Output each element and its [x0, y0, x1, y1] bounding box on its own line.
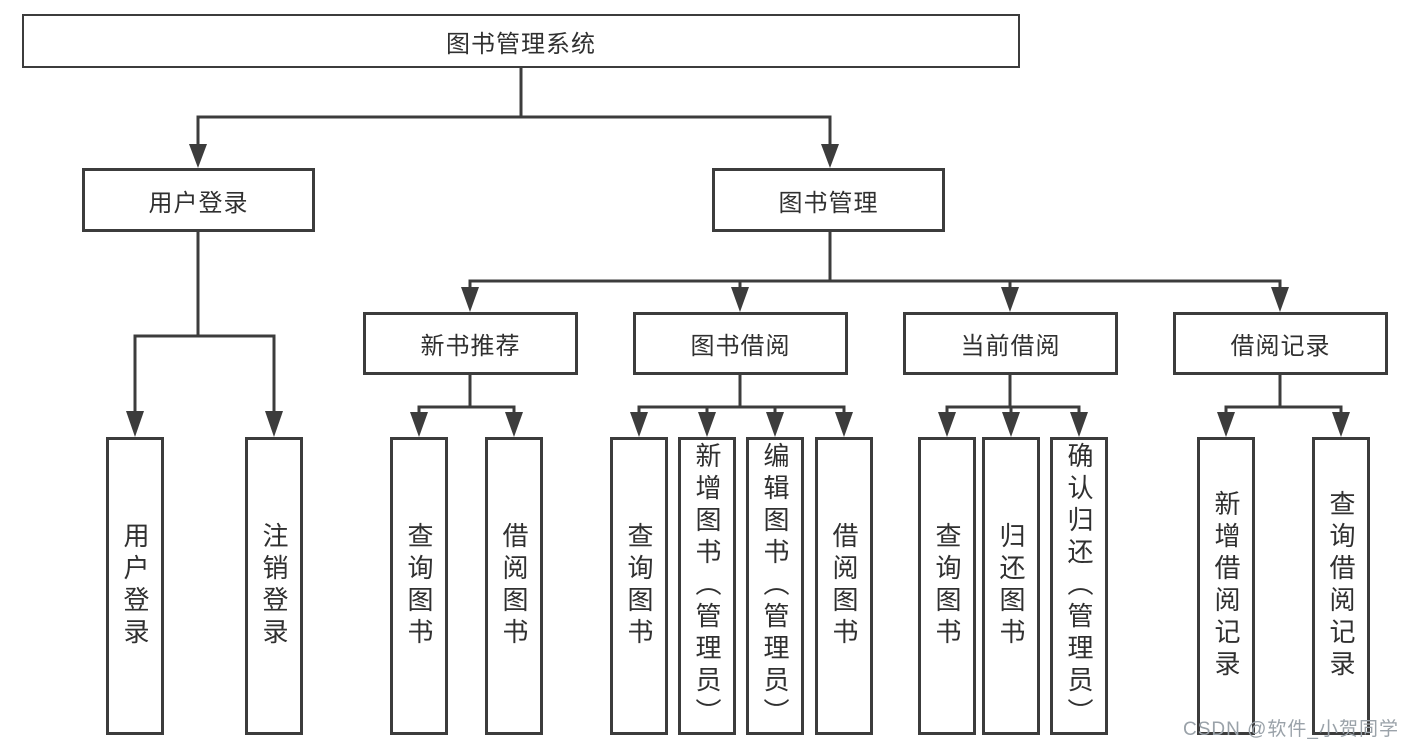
leaf-query-borrow-record-label: 查询借阅记录: [1326, 490, 1356, 682]
branch-book-borrow: [630, 375, 853, 437]
node-borrow-records: 借阅记录: [1173, 312, 1388, 375]
leaf-query-books-current: 查询图书: [918, 437, 976, 735]
branch-book-management: [461, 232, 1289, 312]
node-user-login: 用户登录: [82, 168, 315, 232]
branch-new-book-recommend: [410, 375, 523, 437]
leaf-confirm-return-admin: 确认归还（管理员）: [1050, 437, 1108, 735]
leaf-borrow-books-borrow-label: 借阅图书: [829, 522, 859, 650]
leaf-query-books-recommend: 查询图书: [390, 437, 448, 735]
leaf-query-books-recommend-label: 查询图书: [404, 522, 434, 650]
node-current-borrow: 当前借阅: [903, 312, 1118, 375]
leaf-return-book: 归还图书: [982, 437, 1040, 735]
node-root: 图书管理系统: [22, 14, 1020, 68]
branch-borrow-records: [1217, 375, 1350, 437]
leaf-borrow-books-recommend-label: 借阅图书: [499, 522, 529, 650]
leaf-edit-book-admin: 编辑图书（管理员）: [746, 437, 804, 735]
leaf-query-books-borrow-label: 查询图书: [624, 522, 654, 650]
node-book-management: 图书管理: [712, 168, 945, 232]
branch-user-login: [126, 232, 283, 437]
leaf-add-borrow-record: 新增借阅记录: [1197, 437, 1255, 735]
leaf-borrow-books-borrow: 借阅图书: [815, 437, 873, 735]
leaf-edit-book-admin-label: 编辑图书（管理员）: [760, 442, 790, 730]
node-new-book-recommend: 新书推荐: [363, 312, 578, 375]
leaf-confirm-return-admin-label: 确认归还（管理员）: [1064, 442, 1094, 730]
leaf-borrow-books-recommend: 借阅图书: [485, 437, 543, 735]
csdn-watermark: CSDN @软件_小贺同学: [1183, 719, 1399, 740]
node-book-borrow: 图书借阅: [633, 312, 848, 375]
branch-current-borrow: [938, 375, 1088, 437]
leaf-add-borrow-record-label: 新增借阅记录: [1211, 490, 1241, 682]
leaf-query-borrow-record: 查询借阅记录: [1312, 437, 1370, 735]
leaf-logout: 注销登录: [245, 437, 303, 735]
leaf-query-books-borrow: 查询图书: [610, 437, 668, 735]
leaf-logout-label: 注销登录: [259, 522, 289, 650]
leaf-query-books-current-label: 查询图书: [932, 522, 962, 650]
leaf-user-login-label: 用户登录: [120, 522, 150, 650]
leaf-return-book-label: 归还图书: [996, 522, 1026, 650]
leaf-user-login: 用户登录: [106, 437, 164, 735]
branch-root: [189, 68, 839, 168]
leaf-add-book-admin-label: 新增图书（管理员）: [692, 442, 722, 730]
leaf-add-book-admin: 新增图书（管理员）: [678, 437, 736, 735]
